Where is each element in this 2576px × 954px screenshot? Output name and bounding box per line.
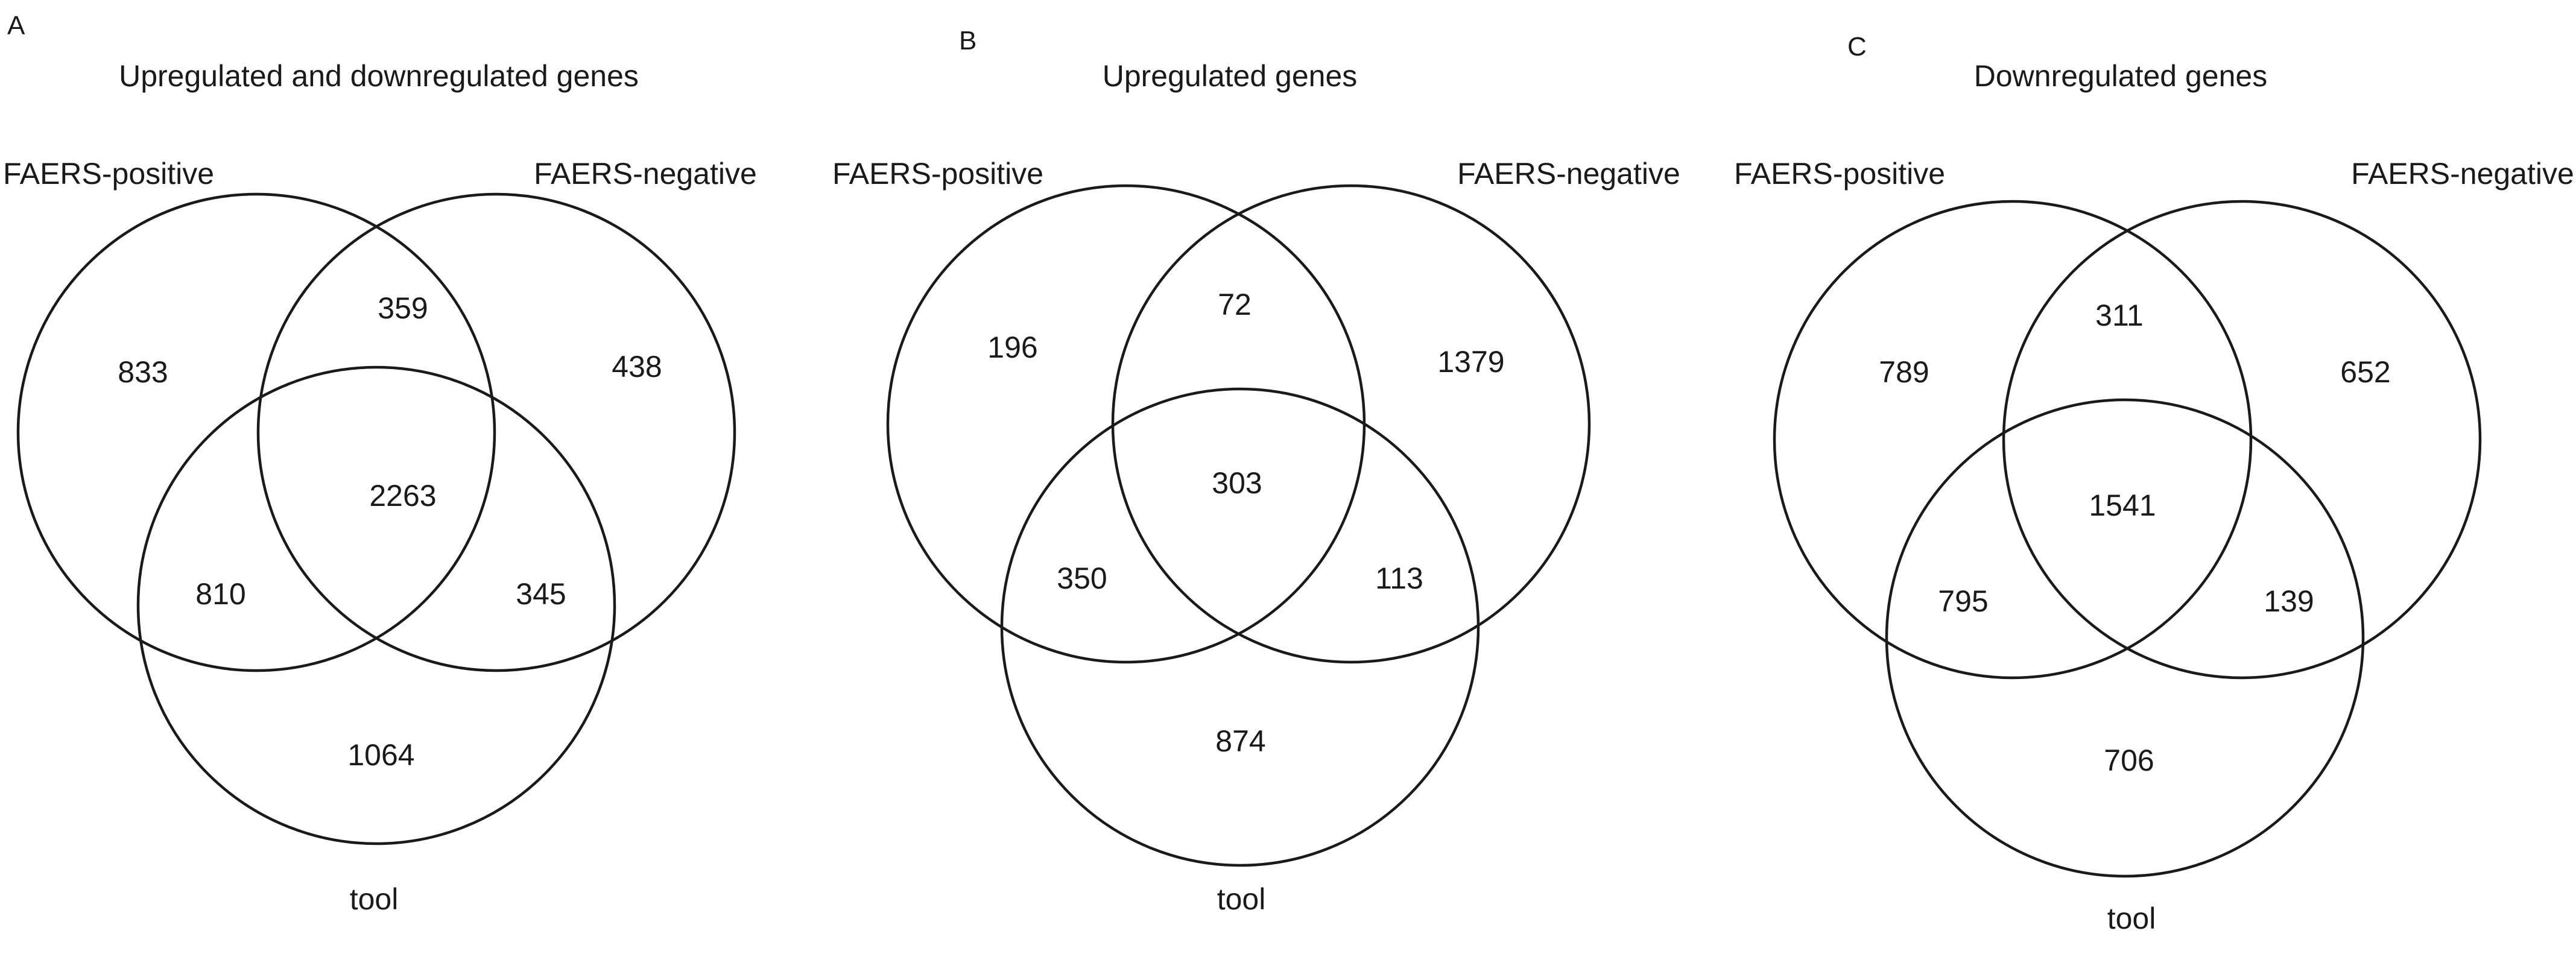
set-label-faers-positive: FAERS-positive <box>832 157 1043 191</box>
panel-title: Upregulated and downregulated genes <box>119 59 639 93</box>
set-label-tool: tool <box>2107 902 2156 935</box>
panel-letter: C <box>1847 32 1867 62</box>
count-positive-only: 789 <box>1879 355 1929 389</box>
count-negative-tool: 139 <box>2264 584 2314 618</box>
panel-a: A Upregulated and downregulated genes FA… <box>3 11 757 916</box>
circle-faers-negative <box>2002 200 2482 680</box>
circle-faers-positive <box>16 192 496 672</box>
count-all-three: 2263 <box>369 479 436 513</box>
count-positive-tool: 350 <box>1057 561 1107 595</box>
panel-letter: A <box>7 11 25 40</box>
count-tool-only: 706 <box>2104 744 2154 777</box>
count-tool-only: 1064 <box>347 738 414 772</box>
count-positive-tool: 795 <box>1938 584 1988 618</box>
count-all-three: 1541 <box>2089 488 2156 522</box>
panel-c: C Downregulated genes FAERS-positive FAE… <box>1734 32 2574 935</box>
count-positive-only: 196 <box>987 330 1037 364</box>
set-label-faers-negative: FAERS-negative <box>1457 157 1680 191</box>
count-negative-tool: 113 <box>1375 561 1423 595</box>
count-negative-only: 438 <box>612 350 662 384</box>
set-label-tool: tool <box>1217 882 1266 916</box>
circle-tool <box>1000 387 1480 867</box>
set-label-faers-negative: FAERS-negative <box>2351 157 2574 191</box>
panel-title: Upregulated genes <box>1103 59 1358 93</box>
set-label-tool: tool <box>350 882 399 916</box>
circle-faers-negative <box>256 192 736 672</box>
count-positive-only: 833 <box>118 355 168 389</box>
circle-faers-positive <box>1773 200 2253 680</box>
count-negative-only: 1379 <box>1437 345 1504 379</box>
set-label-faers-positive: FAERS-positive <box>3 157 214 191</box>
circle-tool <box>136 365 616 845</box>
circle-faers-negative <box>1111 184 1591 664</box>
panel-letter: B <box>959 26 976 55</box>
set-label-faers-positive: FAERS-positive <box>1734 157 1945 191</box>
count-positive-negative: 72 <box>1218 288 1252 321</box>
circle-tool <box>1885 398 2365 878</box>
count-negative-only: 652 <box>2340 355 2390 389</box>
panel-title: Downregulated genes <box>1974 59 2267 93</box>
count-positive-negative: 311 <box>2095 299 2144 332</box>
count-tool-only: 874 <box>1215 724 1265 758</box>
count-positive-tool: 810 <box>195 577 245 611</box>
count-negative-tool: 345 <box>516 577 566 611</box>
count-all-three: 303 <box>1212 466 1262 500</box>
panel-b: B Upregulated genes FAERS-positive FAERS… <box>832 26 1680 916</box>
circle-faers-positive <box>886 184 1366 664</box>
set-label-faers-negative: FAERS-negative <box>534 157 757 191</box>
count-positive-negative: 359 <box>378 291 428 325</box>
